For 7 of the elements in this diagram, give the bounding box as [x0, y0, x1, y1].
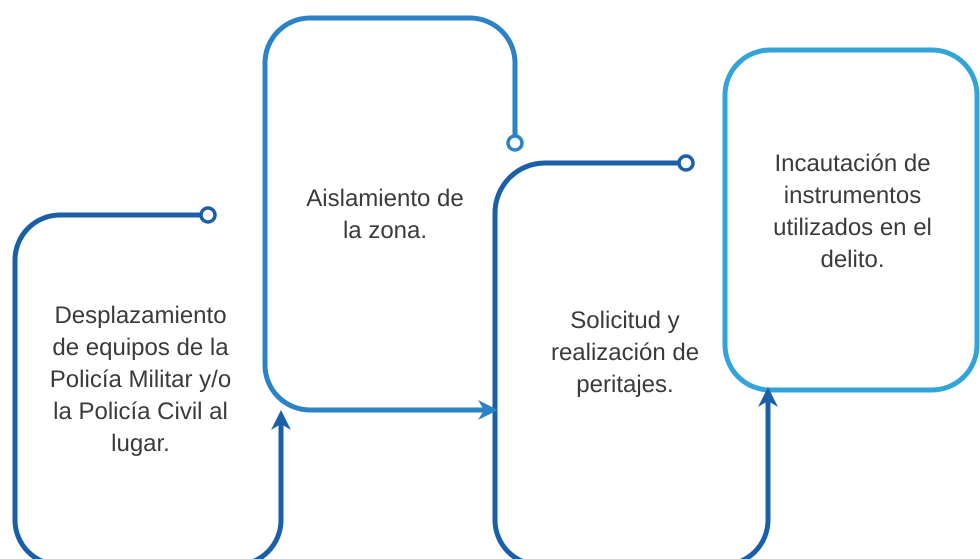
step-text: Aislamiento de la zona. — [305, 184, 465, 246]
step-text: Solicitud y realización de peritajes. — [550, 306, 700, 400]
arrow — [271, 410, 291, 515]
arrow — [400, 400, 498, 420]
step-text: Incautación de instrumentos utilizados en el delito. — [772, 149, 933, 275]
arrow — [758, 387, 778, 515]
step-text: Desplazamiento de equipos de la Policía Militar y/o la Policía Civil al lugar. — [48, 301, 232, 459]
